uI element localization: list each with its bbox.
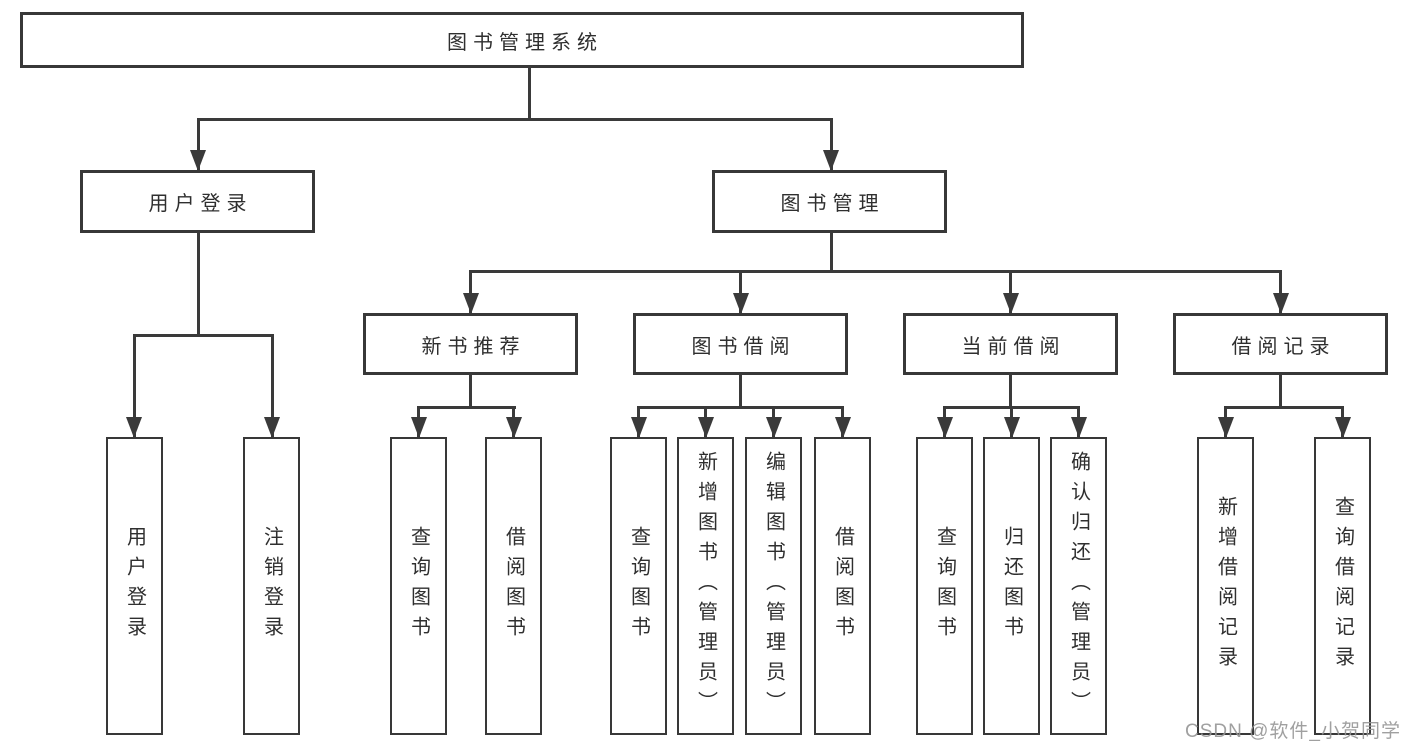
leaf-bb-borrow-books-label: 借阅图书 <box>831 526 854 646</box>
arrow-to-new-book-recommend <box>462 270 479 314</box>
arrow-bb-add-book <box>697 406 714 438</box>
connector-new-book-recommend-rail <box>417 406 516 409</box>
leaf-cb-query-books: 查询图书 <box>916 437 973 735</box>
leaf-bb-query-books: 查询图书 <box>610 437 667 735</box>
connector-level3-rail <box>469 270 1282 273</box>
arrow-br-add-record <box>1217 406 1234 438</box>
csdn-watermark: CSDN @软件_小贺同学 <box>1185 721 1401 742</box>
leaf-br-query-record-label: 查询借阅记录 <box>1331 496 1354 676</box>
leaf-user-login-label: 用户登录 <box>123 526 146 646</box>
connector-book-borrow-stem <box>739 374 742 409</box>
leaf-bb-query-books-label: 查询图书 <box>627 526 650 646</box>
connector-borrow-records-rail <box>1224 406 1344 409</box>
node-user-login: 用户登录 <box>80 170 315 233</box>
arrow-to-leaf-user-login <box>126 334 143 438</box>
leaf-cb-query-books-label: 查询图书 <box>933 526 956 646</box>
arrow-to-user-login <box>190 118 207 171</box>
node-new-book-recommend: 新书推荐 <box>363 313 578 375</box>
leaf-br-query-record: 查询借阅记录 <box>1314 437 1371 735</box>
node-book-borrow-label: 图书借阅 <box>691 335 796 358</box>
arrow-bb-edit-book <box>765 406 782 438</box>
leaf-bb-add-book-admin: 新增图书（管理员） <box>677 437 734 735</box>
node-new-book-recommend-label: 新书推荐 <box>421 335 526 358</box>
leaf-bb-add-book-admin-label: 新增图书（管理员） <box>694 451 717 721</box>
leaf-nbr-query-books-label: 查询图书 <box>407 526 430 646</box>
leaf-cb-confirm-return-admin: 确认归还（管理员） <box>1050 437 1107 735</box>
leaf-logout-label: 注销登录 <box>260 526 283 646</box>
leaf-cb-confirm-return-admin-label: 确认归还（管理员） <box>1067 451 1090 721</box>
arrow-cb-return-book <box>1003 406 1020 438</box>
leaf-bb-edit-book-admin: 编辑图书（管理员） <box>745 437 802 735</box>
connector-new-book-recommend-stem <box>469 374 472 409</box>
arrow-to-current-borrow <box>1002 270 1019 314</box>
leaf-nbr-borrow-books: 借阅图书 <box>485 437 542 735</box>
connector-user-login-stem <box>196 232 200 337</box>
node-borrow-records-label: 借阅记录 <box>1231 335 1336 358</box>
node-book-borrow: 图书借阅 <box>633 313 848 375</box>
arrow-to-book-borrow <box>732 270 749 314</box>
arrow-bb-borrow-books <box>834 406 851 438</box>
connector-current-borrow-stem <box>1009 374 1012 409</box>
leaf-user-login: 用户登录 <box>106 437 163 735</box>
node-borrow-records: 借阅记录 <box>1173 313 1388 375</box>
node-root-system: 图书管理系统 <box>20 12 1024 68</box>
arrow-nbr-borrow-books <box>505 406 522 438</box>
leaf-cb-return-book: 归还图书 <box>983 437 1040 735</box>
arrow-nbr-query-books <box>410 406 427 438</box>
leaf-br-add-record-label: 新增借阅记录 <box>1214 496 1237 676</box>
node-user-login-label: 用户登录 <box>148 193 253 215</box>
leaf-nbr-borrow-books-label: 借阅图书 <box>502 526 525 646</box>
connector-level2-rail <box>196 118 833 121</box>
node-current-borrow: 当前借阅 <box>903 313 1118 375</box>
arrow-cb-confirm-return <box>1070 406 1087 438</box>
leaf-logout: 注销登录 <box>243 437 300 735</box>
arrow-bb-query-books <box>630 406 647 438</box>
leaf-bb-edit-book-admin-label: 编辑图书（管理员） <box>762 451 785 721</box>
node-current-borrow-label: 当前借阅 <box>961 335 1066 358</box>
connector-root-stem <box>527 66 531 121</box>
node-root-label: 图书管理系统 <box>447 31 603 54</box>
connector-book-borrow-rail <box>637 406 844 409</box>
arrow-cb-query-books <box>936 406 953 438</box>
arrow-br-query-record <box>1334 406 1351 438</box>
arrow-to-borrow-records <box>1272 270 1289 314</box>
connector-borrow-records-stem <box>1279 374 1282 409</box>
leaf-nbr-query-books: 查询图书 <box>390 437 447 735</box>
node-book-management: 图书管理 <box>712 170 947 233</box>
arrow-to-book-management <box>823 118 840 171</box>
connector-user-login-rail <box>132 334 274 337</box>
connector-book-management-stem <box>829 232 833 273</box>
leaf-br-add-record: 新增借阅记录 <box>1197 437 1254 735</box>
arrow-to-leaf-logout <box>264 334 281 438</box>
leaf-bb-borrow-books: 借阅图书 <box>814 437 871 735</box>
leaf-cb-return-book-label: 归还图书 <box>1000 526 1023 646</box>
node-book-management-label: 图书管理 <box>780 193 885 215</box>
